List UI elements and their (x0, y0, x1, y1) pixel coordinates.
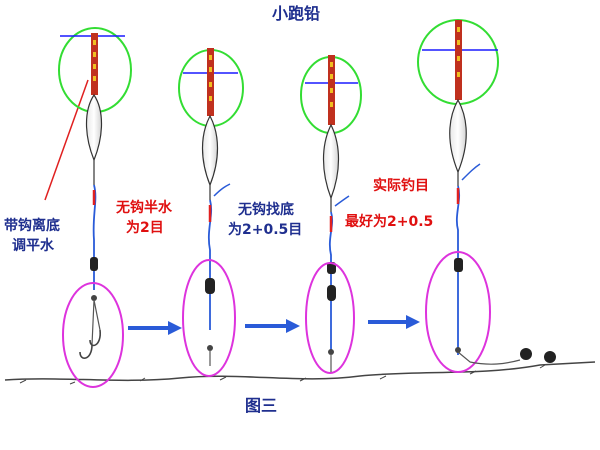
bait-ball-1 (520, 348, 532, 360)
lake-bottom-line (4, 361, 596, 382)
tip-mark (209, 55, 212, 60)
swivel (207, 345, 213, 351)
step1-label-line1: 带钩离底 (4, 218, 60, 234)
sinker-2 (205, 278, 215, 294)
step2-label-line2: 为2目 (126, 220, 164, 236)
bottom-circle-3 (305, 262, 355, 374)
bait-ball-2 (544, 351, 556, 363)
pointer-line (44, 79, 89, 201)
main-line-1 (92, 184, 97, 290)
step-arrow-1 (128, 321, 182, 335)
sinker-1 (90, 257, 98, 271)
step3-label-line1: 无钩找底 (238, 202, 294, 218)
tip-mark (330, 74, 333, 79)
float-rig-1 (58, 27, 132, 388)
tip-mark (457, 72, 460, 77)
step2-label-line1: 无钩半水 (116, 200, 172, 216)
hook-1a (79, 344, 93, 359)
swivel (328, 349, 334, 355)
tip-mark (93, 64, 96, 69)
line-tag (213, 183, 231, 197)
bottom-circle-2 (182, 259, 236, 377)
sinker-3b (327, 285, 336, 301)
swivel (91, 295, 97, 301)
line-tag (334, 195, 350, 207)
hook-1b (89, 329, 101, 347)
float-body-3 (322, 123, 340, 200)
tip-mark (330, 88, 333, 93)
tip-mark (330, 62, 333, 67)
sinker-3 (327, 262, 336, 274)
bottom-circle-1 (62, 282, 124, 388)
tip-mark (209, 82, 212, 87)
float-body-1 (85, 93, 103, 162)
float-rig-2 (178, 48, 244, 377)
step4-label-line1: 实际钓目 (373, 178, 429, 194)
line-tag (461, 163, 481, 181)
figure-caption: 图三 (245, 396, 278, 415)
float-rig-3 (300, 55, 362, 374)
main-line-2 (207, 199, 213, 330)
swivel (455, 347, 461, 353)
step1-label-line2: 调平水 (12, 238, 54, 254)
tip-mark (93, 52, 96, 57)
float-body-4 (449, 98, 467, 174)
tip-mark (93, 76, 96, 81)
tip-mark (457, 27, 460, 32)
float-rig-4 (417, 19, 556, 373)
hook-leader-1 (91, 299, 101, 346)
step-arrow-2 (245, 319, 300, 333)
tip-mark (457, 40, 460, 45)
step-arrow-3 (368, 315, 420, 329)
tip-mark (93, 40, 96, 45)
hook-leader-4 (457, 351, 521, 365)
step4-label-line2: 最好为2+0.5 (345, 214, 434, 230)
tip-mark (457, 56, 460, 61)
diagram-title: 小跑铅 (272, 4, 321, 23)
lake-bottom-texture (19, 364, 546, 385)
tip-mark (209, 96, 212, 101)
bottom-circle-4 (425, 251, 491, 373)
tip-mark (330, 102, 333, 107)
tip-mark (209, 67, 212, 72)
sinker-4 (454, 258, 463, 272)
step3-label-line2: 为2+0.5目 (228, 222, 303, 238)
main-line-3 (328, 211, 334, 350)
